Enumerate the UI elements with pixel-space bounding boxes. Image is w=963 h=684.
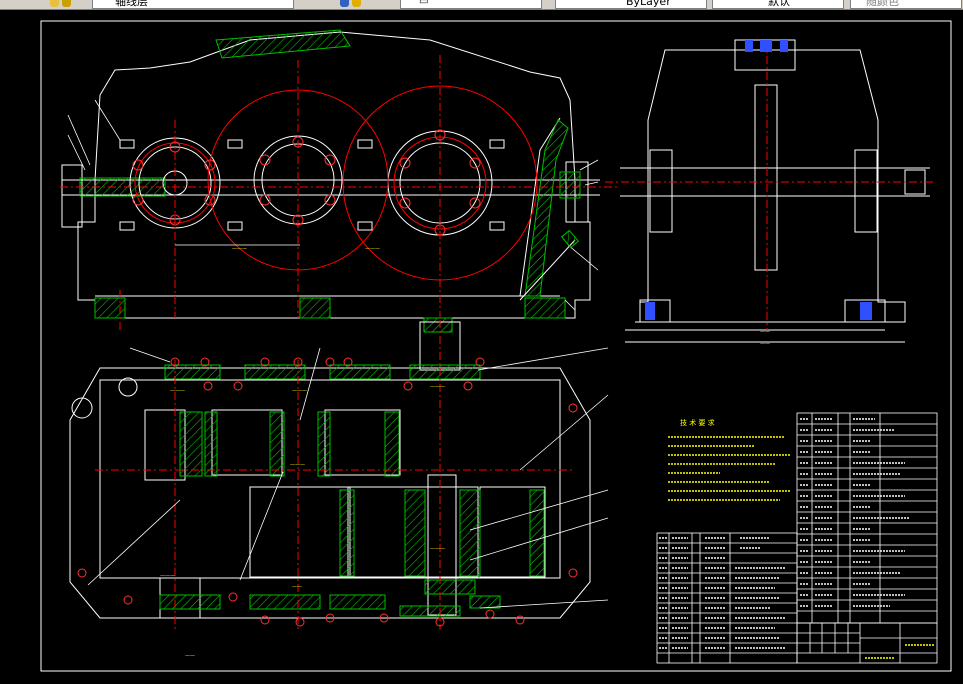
layer-state-icon[interactable]: [62, 0, 71, 7]
color-dropdown[interactable]: ▭: [400, 0, 542, 9]
front-view-bolts: [119, 129, 505, 236]
top-view-hatch: [159, 364, 545, 617]
front-view-gears: [129, 85, 538, 281]
front-view-dim-text: ——— ———: [232, 246, 380, 252]
layer-tools-icon[interactable]: [352, 0, 361, 7]
svg-text:———: ———: [292, 388, 307, 394]
svg-text:——: ——: [292, 584, 302, 590]
side-view-dim-text: —— ——: [760, 329, 770, 347]
color-dropdown-glyph: ▭: [419, 0, 429, 7]
parts-list-right: [796, 412, 938, 624]
drawing-border: [40, 20, 952, 672]
top-view-centerlines: [95, 320, 575, 630]
technical-requirements-block: 技 术 要 求: [668, 418, 790, 501]
svg-text:——: ——: [185, 653, 195, 659]
layer-dropdown-value: 轴线层: [115, 0, 148, 8]
svg-text:———: ———: [430, 546, 445, 552]
svg-text:———: ———: [170, 388, 185, 394]
linetype-control-value: ByLayer: [626, 0, 671, 8]
lineweight-dropdown-value: 默认: [768, 0, 790, 8]
side-view: [620, 39, 930, 343]
svg-text:———: ———: [430, 384, 445, 390]
drawing-canvas[interactable]: —————— ————: [0, 10, 963, 680]
plotstyle-dropdown[interactable]: 随颜色: [850, 0, 962, 9]
layer-dropdown[interactable]: 轴线层: [92, 0, 294, 9]
layer-previous-icon[interactable]: [340, 0, 349, 7]
svg-text:——: ——: [760, 341, 770, 347]
linetype-control[interactable]: ByLayer: [555, 0, 707, 9]
title-block: [796, 622, 938, 664]
parts-list-right-text: [800, 418, 910, 607]
technical-requirements-title: 技 术 要 求: [680, 418, 715, 427]
svg-text:——: ——: [760, 329, 770, 335]
svg-text:———: ———: [290, 462, 305, 468]
front-view-leaders: [67, 99, 599, 311]
lineweight-dropdown[interactable]: 默认: [712, 0, 844, 9]
front-view-centerlines: [60, 55, 620, 330]
svg-text:———: ———: [160, 573, 175, 579]
top-view-bolts: [77, 357, 578, 627]
top-view-leaders: [87, 347, 609, 609]
top-toolbar: 轴线层 ▭ ByLayer 默认 随颜色: [0, 0, 963, 10]
top-view-dim-text: ——— ——— ——— ——— ——— ——— —— ——: [160, 384, 445, 659]
side-view-hatch: [645, 40, 872, 320]
svg-text:———: ———: [232, 246, 247, 252]
title-block-text: [865, 644, 935, 659]
side-view-centerlines: [605, 40, 935, 330]
parts-list-left-text: [659, 537, 785, 649]
match-properties-icon[interactable]: [50, 0, 59, 7]
parts-list-left: [656, 532, 798, 664]
cad-drawing[interactable]: —————— ————: [0, 10, 963, 680]
front-view: [61, 31, 600, 319]
svg-text:———: ———: [365, 246, 380, 252]
front-view-hatch: [79, 29, 581, 333]
plotstyle-dropdown-value: 随颜色: [866, 0, 899, 8]
oil-gauge: [519, 229, 580, 301]
